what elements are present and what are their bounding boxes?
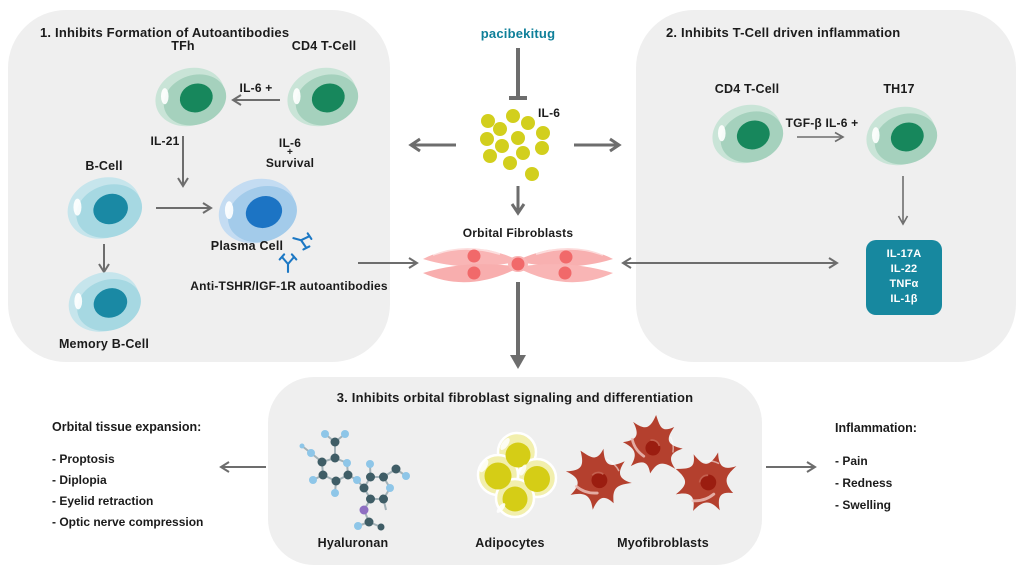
panel1-title: 1. Inhibits Formation of Autoantibodies (40, 25, 290, 40)
cytokine-il1b: IL-1β (890, 293, 918, 305)
panel3-title: 3. Inhibits orbital fibroblast signaling… (336, 390, 694, 405)
il21-label: IL-21 (150, 134, 180, 148)
inflammation-title: Inflammation: (835, 421, 917, 435)
outcome-item: - Proptosis (52, 452, 115, 466)
outcome-item: - Swelling (835, 498, 892, 512)
il6-cluster-label: IL-6 (538, 106, 561, 120)
cytokine-il22: IL-22 (890, 263, 918, 275)
orbital-fibroblasts-label: Orbital Fibroblasts (462, 226, 574, 240)
cytokine-il17a: IL-17A (886, 248, 922, 260)
myofibroblasts-label: Myofibroblasts (617, 536, 709, 550)
adipocytes-label: Adipocytes (475, 536, 545, 550)
panel-2-tcell-inflammation (636, 10, 1016, 362)
plasma-cell-label: Plasma Cell (210, 239, 284, 253)
cytokine-box: IL-17A IL-22 TNFα IL-1β (866, 240, 942, 315)
outcome-item: - Redness (835, 476, 893, 490)
il6-signal-label: IL-6 + (239, 81, 273, 95)
outcome-item: - Diplopia (52, 473, 107, 487)
b-cell-label: B-Cell (85, 159, 123, 173)
cd4-label-panel2: CD4 T-Cell (714, 82, 780, 96)
outcome-item: - Optic nerve compression (52, 515, 204, 529)
down-arrowhead (510, 355, 526, 369)
autoantibodies-label: Anti-TSHR/IGF-1R autoantibodies (190, 279, 388, 293)
drug-name-label: pacibekitug (480, 26, 556, 41)
hyaluronan-label: Hyaluronan (317, 536, 389, 550)
outcome-item: - Pain (835, 454, 868, 468)
orbital-fibroblasts-cells (423, 247, 613, 283)
panel2-title: 2. Inhibits T-Cell driven inflammation (666, 25, 901, 40)
orbital-expansion-title: Orbital tissue expansion: (52, 420, 202, 434)
tgfb-il6-label: TGF-β IL-6 + (785, 116, 859, 130)
tfh-label: TFh (171, 39, 195, 53)
cytokine-tnfa: TNFα (889, 278, 919, 290)
cd4-label-panel1: CD4 T-Cell (291, 39, 357, 53)
il6-survival-label: IL-6 + Survival (265, 136, 315, 170)
orbital-expansion-outcomes: Orbital tissue expansion: - Proptosis - … (52, 417, 203, 533)
inhibitor-icon (509, 48, 527, 100)
memory-b-cell-label: Memory B-Cell (58, 337, 150, 351)
panel-1-autoantibodies (8, 10, 390, 362)
outcome-item: - Eyelid retraction (52, 494, 154, 508)
inflammation-outcomes: Inflammation: - Pain - Redness - Swellin… (835, 417, 917, 516)
th17-label: TH17 (883, 82, 915, 96)
